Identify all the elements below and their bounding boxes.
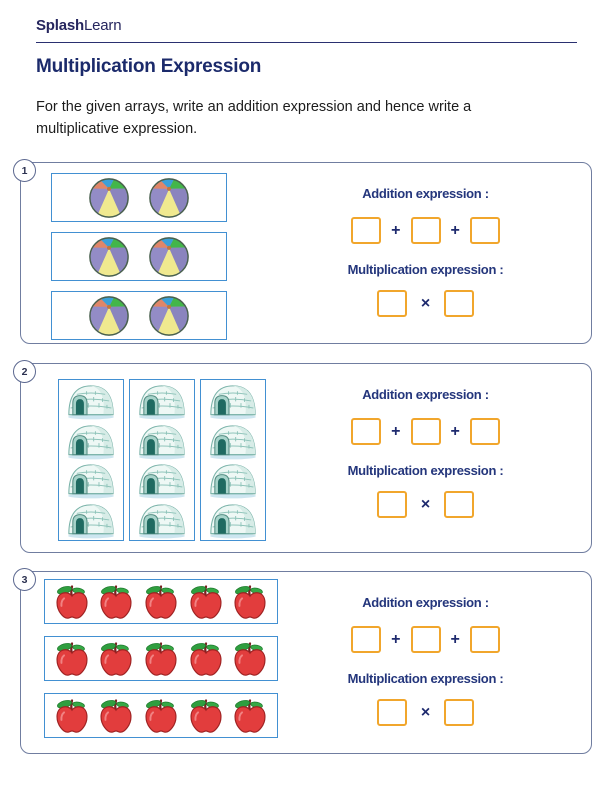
addition-answer-box-3[interactable] (469, 418, 500, 445)
addition-answer-row: + + (351, 418, 500, 445)
beach-ball-row (51, 173, 227, 222)
beach-ball-icon (149, 237, 189, 277)
beach-ball-row (51, 291, 227, 340)
multiplication-answer-box-1[interactable] (376, 699, 407, 726)
multiplication-expression-label: Multiplication expression : (347, 671, 504, 686)
beach-ball-icon (149, 296, 189, 336)
plus-operator: + (391, 221, 401, 239)
logo-text-light: Learn (83, 17, 122, 34)
apple-icon (232, 640, 268, 677)
addition-answer-box-3[interactable] (469, 217, 500, 244)
plus-operator: + (391, 630, 401, 648)
array-area (44, 579, 278, 738)
igloo-icon (136, 500, 188, 539)
apple-icon (232, 583, 268, 620)
times-operator: × (420, 294, 431, 312)
addition-answer-box-1[interactable] (351, 418, 382, 445)
plus-operator: + (450, 630, 460, 648)
expression-area: Addition expression : + + Multiplication… (298, 163, 553, 317)
problem-panel-1: 1 Addition expression : + + Multiplicati… (13, 159, 592, 344)
multiplication-answer-box-2[interactable] (444, 699, 475, 726)
igloo-column (129, 379, 195, 541)
plus-operator: + (450, 422, 460, 440)
beach-ball-icon (89, 296, 129, 336)
logo-text-bold: Splash (36, 17, 84, 34)
igloo-icon (136, 421, 188, 460)
apple-icon (98, 697, 134, 734)
apple-icon (143, 583, 179, 620)
multiplication-answer-box-2[interactable] (444, 491, 475, 518)
multiplication-answer-row: × (376, 491, 475, 518)
beach-ball-icon (149, 178, 189, 218)
addition-expression-label: Addition expression : (362, 186, 489, 201)
problem-number-badge: 3 (13, 568, 36, 591)
addition-answer-box-2[interactable] (410, 217, 441, 244)
problem-panel-2: 2 Addition expression : + + Multiplicati… (13, 360, 592, 553)
multiplication-expression-label: Multiplication expression : (347, 463, 504, 478)
header-divider (36, 42, 577, 44)
igloo-column (200, 379, 266, 541)
expression-area: Addition expression : + + Multiplication… (298, 572, 553, 726)
igloo-icon (207, 381, 259, 420)
splashlearn-logo: SplashLearn (36, 17, 122, 34)
times-operator: × (420, 703, 431, 721)
beach-ball-icon (89, 237, 129, 277)
expression-area: Addition expression : + + Multiplication… (298, 364, 553, 518)
apple-icon (143, 697, 179, 734)
igloo-icon (207, 500, 259, 539)
addition-answer-box-2[interactable] (410, 626, 441, 653)
multiplication-expression-label: Multiplication expression : (347, 262, 504, 277)
times-operator: × (420, 495, 431, 513)
multiplication-answer-box-1[interactable] (376, 491, 407, 518)
apple-icon (143, 640, 179, 677)
problem-number-badge: 2 (13, 360, 36, 383)
addition-answer-box-1[interactable] (351, 217, 382, 244)
addition-answer-row: + + (351, 626, 500, 653)
apple-icon (54, 697, 90, 734)
addition-answer-box-3[interactable] (469, 626, 500, 653)
problem-number-badge: 1 (13, 159, 36, 182)
apple-icon (188, 640, 224, 677)
plus-operator: + (450, 221, 460, 239)
addition-expression-label: Addition expression : (362, 387, 489, 402)
apple-icon (232, 697, 268, 734)
apple-row (44, 693, 278, 738)
addition-answer-box-2[interactable] (410, 418, 441, 445)
igloo-icon (65, 500, 117, 539)
igloo-icon (136, 381, 188, 420)
apple-icon (54, 640, 90, 677)
igloo-icon (136, 460, 188, 499)
apple-row (44, 636, 278, 681)
addition-expression-label: Addition expression : (362, 595, 489, 610)
multiplication-answer-box-1[interactable] (376, 290, 407, 317)
addition-answer-box-1[interactable] (351, 626, 382, 653)
igloo-icon (65, 381, 117, 420)
plus-operator: + (391, 422, 401, 440)
multiplication-answer-box-2[interactable] (444, 290, 475, 317)
multiplication-answer-row: × (376, 290, 475, 317)
apple-icon (188, 697, 224, 734)
igloo-icon (65, 460, 117, 499)
igloo-icon (65, 421, 117, 460)
beach-ball-row (51, 232, 227, 281)
array-area (51, 173, 227, 340)
apple-row (44, 579, 278, 624)
apple-icon (188, 583, 224, 620)
apple-icon (98, 583, 134, 620)
array-area (58, 379, 266, 541)
igloo-icon (207, 460, 259, 499)
igloo-column (58, 379, 124, 541)
problem-panel-3: 3 Addition expression : + + Multiplicati… (13, 568, 592, 754)
igloo-icon (207, 421, 259, 460)
page-title: Multiplication Expression (36, 56, 262, 77)
instructions-text: For the given arrays, write an addition … (36, 99, 472, 137)
apple-icon (54, 583, 90, 620)
beach-ball-icon (89, 178, 129, 218)
multiplication-answer-row: × (376, 699, 475, 726)
addition-answer-row: + + (351, 217, 500, 244)
apple-icon (98, 640, 134, 677)
